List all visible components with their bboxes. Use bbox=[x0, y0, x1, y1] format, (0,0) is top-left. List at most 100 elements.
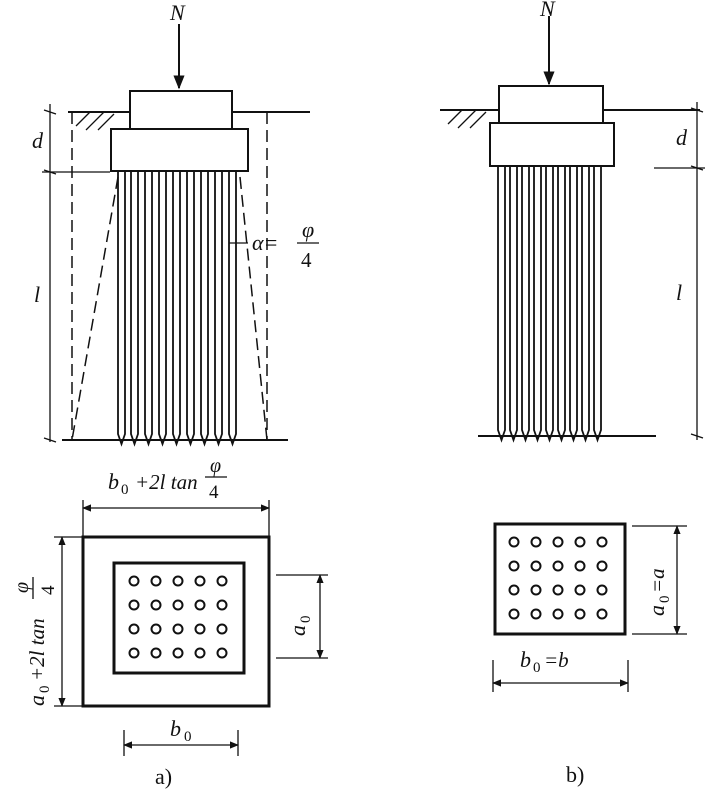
inner-a0-a: a bbox=[285, 625, 310, 636]
pile-9 bbox=[593, 167, 602, 443]
pile-4 bbox=[158, 172, 167, 447]
pile-circle-r2c3 bbox=[552, 560, 564, 572]
pile-circle-r4c4 bbox=[194, 647, 206, 659]
ground-hatching-a bbox=[75, 111, 115, 131]
pile-grid-a bbox=[128, 575, 228, 659]
b-a-sub: 0 bbox=[657, 596, 673, 604]
pile-2 bbox=[509, 167, 518, 443]
spread-slope-right bbox=[239, 176, 268, 441]
b-a-label: a 0 =a bbox=[644, 568, 673, 616]
pile-circle-r1c1 bbox=[128, 575, 140, 587]
pile-8 bbox=[581, 167, 590, 443]
pile-circle-r1c2 bbox=[150, 575, 162, 587]
pile-circle-r4c5 bbox=[216, 647, 228, 659]
plan-height-rest: +2l tan bbox=[25, 618, 49, 681]
caption-b: b) bbox=[566, 762, 584, 787]
pile-4 bbox=[533, 167, 542, 443]
load-label-b: N bbox=[539, 0, 556, 21]
pile-circle-r1c3 bbox=[172, 575, 184, 587]
inner-a0-label: a 0 bbox=[285, 616, 314, 637]
pile-circle-r2c2 bbox=[150, 599, 162, 611]
pile-circle-r4c2 bbox=[530, 608, 542, 620]
angle-den: 4 bbox=[301, 248, 312, 272]
angle-num: φ bbox=[302, 217, 314, 242]
figure-a-plan: b 0 +2l tan φ 4 a 0 +2l tan φ 4 a 0 bbox=[11, 455, 328, 789]
pile-circle-r3c5 bbox=[216, 623, 228, 635]
depth-label-a: d bbox=[32, 128, 44, 153]
pile-7 bbox=[200, 172, 209, 447]
inner-b0-sub: 0 bbox=[184, 729, 192, 745]
length-label-a: l bbox=[34, 282, 40, 307]
pile-circle-r1c4 bbox=[194, 575, 206, 587]
pile-circle-r2c4 bbox=[574, 560, 586, 572]
inner-b0-b: b bbox=[170, 716, 181, 741]
b-a-a: a bbox=[644, 605, 669, 616]
pile-circle-r2c1 bbox=[128, 599, 140, 611]
pile-circle-r2c5 bbox=[216, 599, 228, 611]
plan-width-den: 4 bbox=[209, 482, 219, 503]
length-label-b: l bbox=[676, 280, 682, 305]
plan-height-a: a bbox=[24, 695, 49, 706]
pile-1 bbox=[497, 167, 506, 443]
ground-hatching-b bbox=[447, 109, 487, 129]
cap-upper-b bbox=[498, 85, 604, 124]
depth-label-b: d bbox=[676, 125, 688, 150]
figure-a-elevation: N d l α= φ 4 bbox=[32, 0, 319, 447]
pile-circle-r1c2 bbox=[530, 536, 542, 548]
cap-lower-b bbox=[489, 122, 615, 167]
pile-circle-r4c1 bbox=[128, 647, 140, 659]
spread-slope-left bbox=[71, 176, 119, 441]
tick-a-bottom bbox=[43, 437, 57, 443]
pile-circle-r3c5 bbox=[596, 584, 608, 596]
pile-circle-r4c3 bbox=[552, 608, 564, 620]
b-b-rest: =b bbox=[544, 648, 569, 672]
pile-6 bbox=[557, 167, 566, 443]
tick-a-top bbox=[43, 109, 57, 115]
pile-circle-r3c2 bbox=[530, 584, 542, 596]
pile-circle-r1c5 bbox=[216, 575, 228, 587]
plan-width-num: φ bbox=[210, 455, 221, 477]
b-b-b: b bbox=[520, 647, 531, 672]
pile-circle-r3c3 bbox=[552, 584, 564, 596]
plan-height-den: 4 bbox=[38, 585, 59, 595]
pile-circle-r4c4 bbox=[574, 608, 586, 620]
cap-upper-a bbox=[129, 90, 233, 130]
pile-8 bbox=[214, 172, 223, 447]
pile-circle-r1c3 bbox=[552, 536, 564, 548]
b-a-rest: =a bbox=[645, 568, 669, 593]
plan-width-rest: +2l tan bbox=[135, 470, 198, 494]
plan-width-b: b bbox=[108, 469, 119, 494]
pile-5 bbox=[172, 172, 181, 447]
plan-height-label: a 0 +2l tan φ 4 bbox=[11, 577, 59, 706]
angle-lhs: α= bbox=[252, 230, 278, 255]
pile-circle-r2c2 bbox=[530, 560, 542, 572]
pile-circle-r3c4 bbox=[574, 584, 586, 596]
pile-circle-r2c5 bbox=[596, 560, 608, 572]
pile-circle-r3c2 bbox=[150, 623, 162, 635]
pile-circle-r4c1 bbox=[508, 608, 520, 620]
plan-height-num: φ bbox=[11, 582, 33, 593]
figure-b-plan: a 0 =a b 0 =b b) bbox=[492, 522, 687, 787]
pile-6 bbox=[186, 172, 195, 447]
plan-inner-rect-a bbox=[112, 561, 246, 675]
pile-5 bbox=[545, 167, 554, 443]
pile-9 bbox=[228, 172, 237, 447]
pile-circle-r3c1 bbox=[128, 623, 140, 635]
pile-circle-r3c3 bbox=[172, 623, 184, 635]
pile-2 bbox=[130, 172, 139, 447]
plan-outer-rect-a bbox=[81, 535, 271, 708]
inner-a0-sub: 0 bbox=[298, 616, 314, 624]
load-label-a: N bbox=[169, 0, 186, 25]
pile-circle-r2c1 bbox=[508, 560, 520, 572]
pile-circle-r1c4 bbox=[574, 536, 586, 548]
tick-b-bottom bbox=[690, 433, 704, 439]
pile-grid-b bbox=[508, 536, 608, 620]
pile-circle-r4c3 bbox=[172, 647, 184, 659]
plan-rect-b bbox=[493, 522, 627, 636]
pile-3 bbox=[521, 167, 530, 443]
pile-circle-r3c1 bbox=[508, 584, 520, 596]
pile-circle-r2c4 bbox=[194, 599, 206, 611]
pile-1 bbox=[117, 172, 126, 447]
pile-circle-r4c5 bbox=[596, 608, 608, 620]
